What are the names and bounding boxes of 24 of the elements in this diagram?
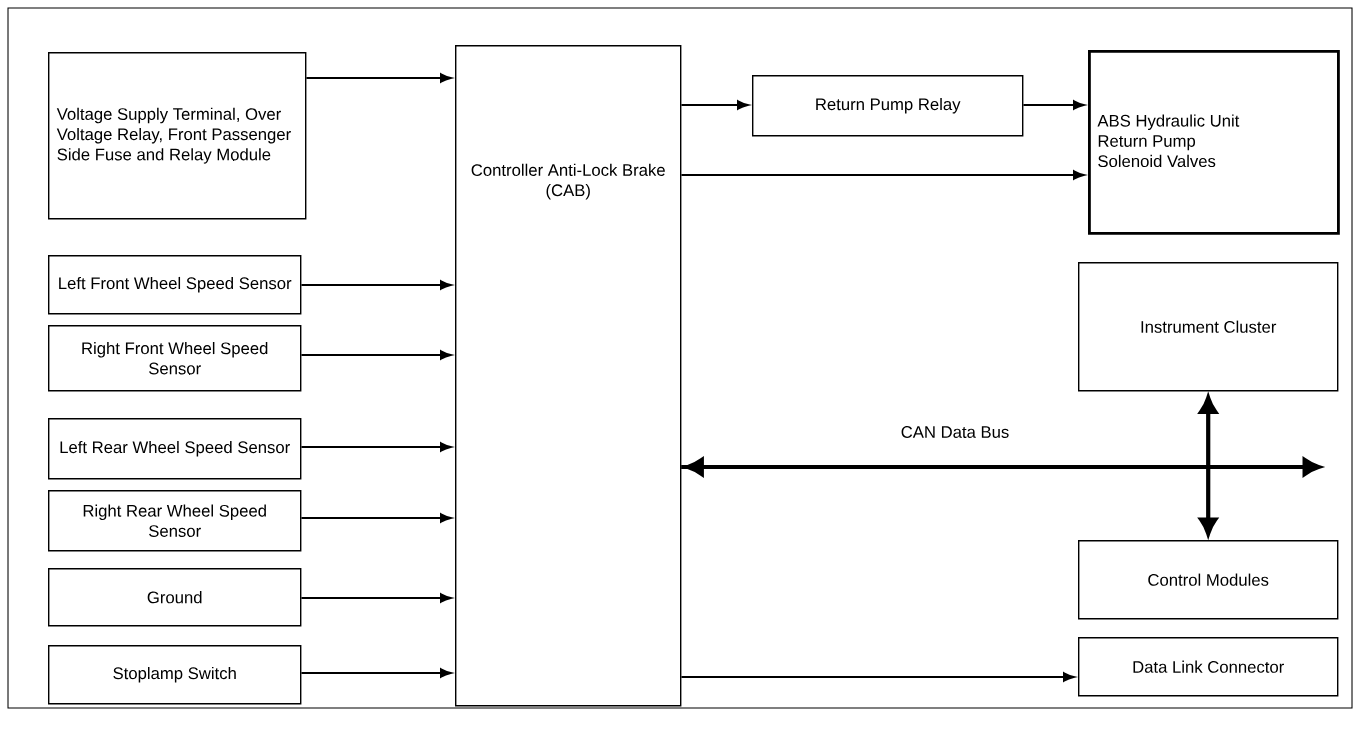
block-box: ABS Hydraulic Unit Return Pump Solenoid Valves — [1088, 50, 1340, 235]
arrow — [301, 593, 452, 603]
block-box: Right Front Wheel Speed Sensor — [48, 325, 302, 392]
arrow — [1023, 100, 1085, 110]
block-box: Controller Anti-Lock Brake (CAB) — [455, 45, 682, 707]
block-box: Voltage Supply Terminal, Over Voltage Relay, Front Passenger Side Fuse and Relay Module — [48, 52, 307, 220]
block-box: Right Rear Wheel Speed Sensor — [48, 490, 302, 552]
block-box: Left Front Wheel Speed Sensor — [48, 255, 302, 315]
arrow — [301, 350, 452, 360]
arrow — [301, 280, 452, 290]
block-box: Control Modules — [1078, 540, 1339, 620]
block-box: Left Rear Wheel Speed Sensor — [48, 418, 302, 480]
arrow — [681, 170, 1085, 180]
arrow — [306, 73, 452, 83]
block-box: Instrument Cluster — [1078, 262, 1339, 392]
arrow — [301, 668, 452, 678]
arrow — [681, 100, 749, 110]
arrow — [301, 513, 452, 523]
block-box: Ground — [48, 568, 302, 627]
block-box: Data Link Connector — [1078, 637, 1339, 697]
block-box: Return Pump Relay — [752, 75, 1024, 137]
arrow — [681, 672, 1075, 682]
block-box: Stoplamp Switch — [48, 645, 302, 705]
arrow — [301, 442, 452, 452]
